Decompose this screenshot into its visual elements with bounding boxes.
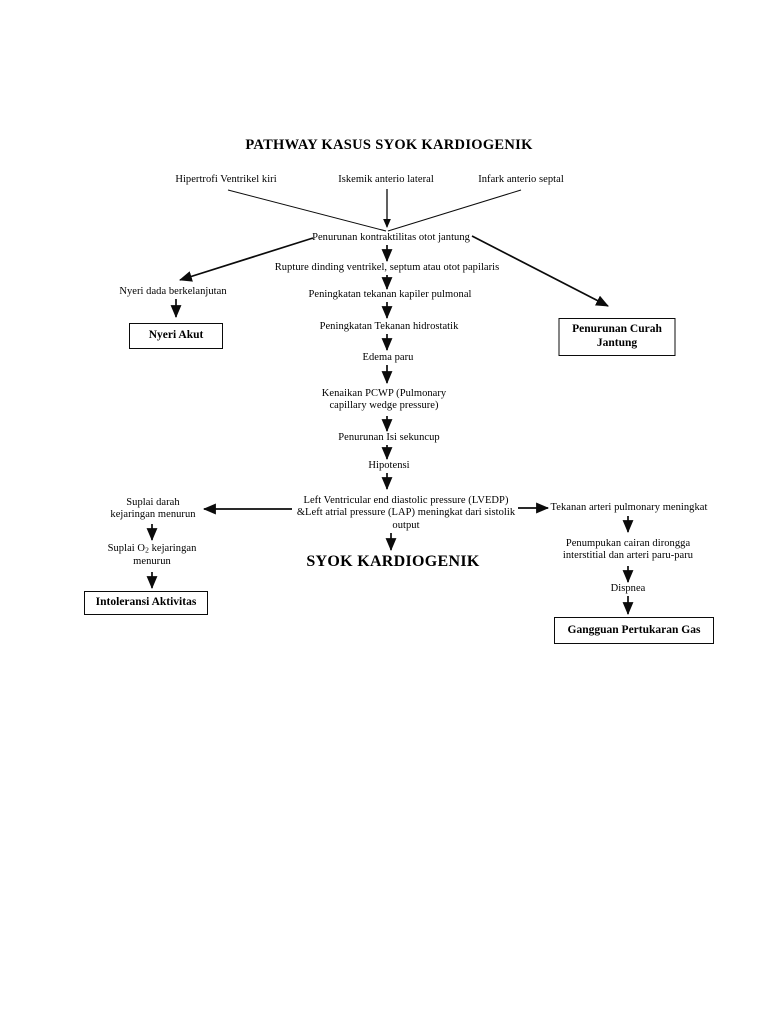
diagnosis-box-penurunan-curah-jantung[interactable]: Penurunan Curah Jantung [558, 318, 676, 356]
node-suplai-o2-kejaringan-menurun: Suplai O2 kejaringan menurun [67, 543, 237, 568]
node-nyeri-dada-berkelanjutan: Nyeri dada berkelanjutan [119, 286, 227, 297]
node-syok-kardiogenik: SYOK KARDIOGENIK [306, 553, 480, 570]
diagnosis-box-gangguan-pertukaran-gas[interactable]: Gangguan Pertukaran Gas [554, 617, 714, 644]
page-title: PATHWAY KASUS SYOK KARDIOGENIK [245, 137, 533, 153]
suplai-o2-prefix: Suplai O [107, 543, 146, 554]
node-peningkatan-tekanan-hidrostatik: Peningkatan Tekanan hidrostatik [319, 321, 459, 332]
node-suplai-darah-kejaringan-menurun: Suplai darah kejaringan menurun [110, 497, 196, 521]
edge-hipertrofi-to-penurunan [227, 189, 387, 232]
diagnosis-box-intoleransi-aktivitas[interactable]: Intoleransi Aktivitas [84, 591, 208, 615]
node-peningkatan-tekanan-kapiler: Peningkatan tekanan kapiler pulmonal [308, 289, 472, 300]
node-rupture-dinding-ventrikel: Rupture dinding ventrikel, septum atau o… [274, 262, 500, 273]
suplai-o2-suffix: kejaringan menurun [133, 543, 197, 567]
node-hipotensi: Hipotensi [368, 460, 410, 471]
node-hipertrofi-ventrikel-kiri: Hipertrofi Ventrikel kiri [175, 174, 277, 185]
node-lvedp-lap: Left Ventricular end diastolic pressure … [296, 495, 516, 531]
node-penurunan-kontraktilitas: Penurunan kontraktilitas otot jantung [312, 232, 470, 243]
node-penurunan-isi-sekuncup: Penurunan Isi sekuncup [338, 432, 440, 443]
edge-infark-to-penurunan [387, 189, 522, 232]
node-edema-paru: Edema paru [362, 352, 414, 363]
node-penumpukan-cairan-dirongga: Penumpukan cairan dirongga interstitial … [562, 538, 694, 562]
diagnosis-box-nyeri-akut[interactable]: Nyeri Akut [129, 323, 223, 349]
node-dispnea: Dispnea [610, 583, 646, 594]
node-iskemik-anterio-lateral: Iskemik anterio lateral [338, 174, 434, 185]
subscript-two: 2 [145, 545, 149, 555]
node-infark-anterio-septal: Infark anterio septal [478, 174, 564, 185]
node-tekanan-arteri-pulmonary-meningkat: Tekanan arteri pulmonary meningkat [550, 502, 708, 513]
node-kenaikan-pcwp: Kenaikan PCWP (Pulmonary capillary wedge… [321, 388, 447, 412]
